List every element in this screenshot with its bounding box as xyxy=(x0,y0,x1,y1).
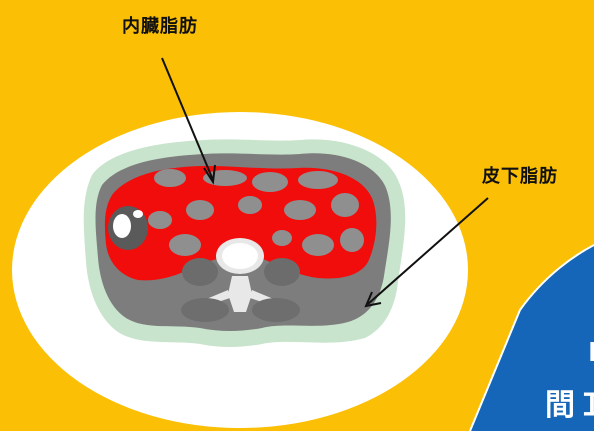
banner-text-line2: 間Ｉ xyxy=(545,388,594,423)
arrow-icon-subcutaneous xyxy=(364,197,489,308)
back-muscle-right xyxy=(252,298,300,322)
left-organ xyxy=(108,206,148,250)
back-muscle-left xyxy=(181,298,229,322)
visceral-fat-label: 内臓脂肪 xyxy=(122,16,198,37)
psoas-left xyxy=(182,258,218,286)
psoas-right xyxy=(264,258,300,286)
arrow-icon xyxy=(161,57,216,185)
ct-cross-section-image xyxy=(83,139,406,347)
corner-banner xyxy=(469,244,594,431)
banner-text-line1: I xyxy=(588,338,594,368)
subcutaneous-fat-label: 皮下脂肪 xyxy=(482,166,558,187)
spine xyxy=(204,238,276,312)
